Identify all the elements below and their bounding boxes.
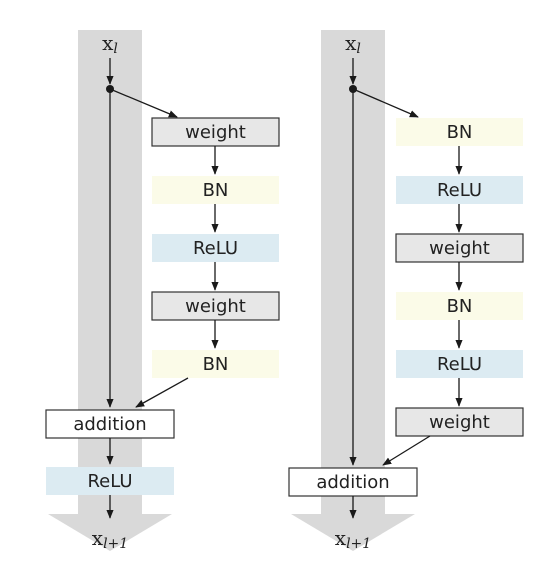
right-layer-2: weight [395, 233, 524, 263]
left-addition-label: addition [73, 414, 146, 435]
right-bn-box-2 [396, 292, 523, 320]
right-bn-label-2: BN [447, 296, 473, 317]
left-branch-arrow [109, 88, 178, 118]
left-input-label: xl [102, 31, 118, 57]
left-bn-box-2 [152, 350, 279, 378]
left-layer-4: BN [152, 350, 279, 378]
right-bn-box-1 [396, 118, 523, 146]
left-relu-box-1 [152, 234, 279, 262]
right-input-label: xl [345, 31, 361, 57]
right-relu-box-2 [396, 350, 523, 378]
right-weight-label-2: weight [429, 412, 490, 433]
left-bn-box-1 [152, 176, 279, 204]
right-merge-arrow [382, 435, 431, 466]
left-layer-1: BN [152, 176, 279, 204]
right-weight-box-2 [395, 407, 524, 437]
left-bn-label-1: BN [203, 180, 229, 201]
left-weight-box-1 [151, 117, 280, 147]
left-post-relu: ReLU [46, 467, 174, 495]
left-bn-label-2: BN [203, 354, 229, 375]
right-skip-band-arrowhead [291, 514, 415, 551]
right-layer-4: ReLU [396, 350, 523, 378]
right-relu-label-2: ReLU [437, 354, 482, 375]
left-relu-label-1: ReLU [193, 238, 238, 259]
right-bn-label-1: BN [447, 122, 473, 143]
left-layer-2: ReLU [152, 234, 279, 262]
right-layer-1: ReLU [396, 176, 523, 204]
right-output-label: xl+1 [335, 526, 371, 552]
left-skip-band-arrowhead [48, 514, 172, 551]
left-post-relu-label: ReLU [87, 471, 132, 492]
right-layer-0: BN [396, 118, 523, 146]
right-branch-arrow [352, 88, 419, 118]
left-layer-0: weight [151, 117, 280, 147]
left-post-relu-box [46, 467, 174, 495]
right-addition-box [288, 467, 418, 497]
right-relu-label-1: ReLU [437, 180, 482, 201]
right-addition: addition [288, 467, 418, 497]
right-weight-label-1: weight [429, 238, 490, 259]
left-weight-box-2 [151, 291, 280, 321]
left-weight-label-1: weight [185, 122, 246, 143]
right-addition-label: addition [316, 472, 389, 493]
left-output-label: xl+1 [92, 526, 128, 552]
left-weight-label-2: weight [185, 296, 246, 317]
left-layer-3: weight [151, 291, 280, 321]
left-residual-unit: xl weight BN ReLU weight BN [45, 30, 280, 552]
right-layer-3: BN [396, 292, 523, 320]
right-residual-unit: xl BN ReLU weight BN ReLU [288, 30, 524, 552]
right-relu-box-1 [396, 176, 523, 204]
left-merge-arrow [135, 377, 189, 408]
right-weight-box-1 [395, 233, 524, 263]
right-layer-5: weight [395, 407, 524, 437]
left-addition: addition [45, 409, 175, 439]
